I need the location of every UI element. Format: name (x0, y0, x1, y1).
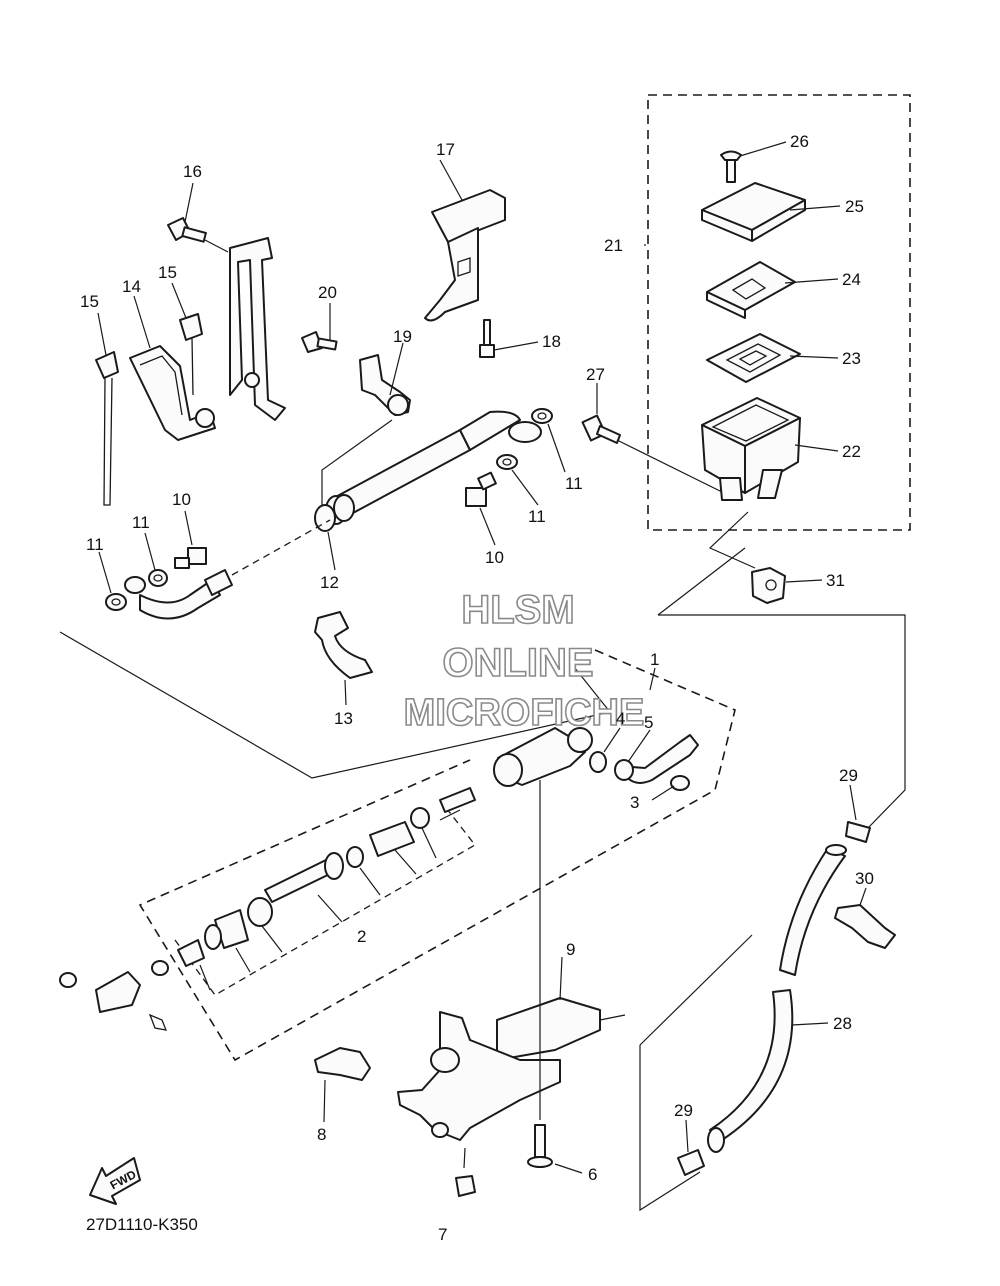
callout-11-a: 11 (86, 535, 104, 554)
callout-15-left: 15 (80, 292, 99, 311)
holder-part-13[interactable] (314, 611, 373, 679)
callout-12: 12 (320, 573, 339, 592)
diaphragm-part-23[interactable] (706, 333, 801, 383)
callout-31: 31 (826, 571, 845, 590)
callout-14: 14 (122, 277, 141, 296)
plate-part-24[interactable] (706, 261, 796, 319)
bolt-part-16[interactable] (167, 217, 207, 243)
callout-5: 5 (644, 713, 653, 732)
callout-1: 1 (650, 650, 659, 669)
clip-part-30[interactable] (834, 904, 896, 949)
bracket-part-14[interactable] (129, 237, 286, 441)
callout-25: 25 (845, 197, 864, 216)
callout-23: 23 (842, 349, 861, 368)
callout-3: 3 (630, 793, 639, 812)
bracket-part-9[interactable] (496, 997, 626, 1061)
master-cylinder-outline-1 (138, 649, 736, 1062)
clevis-assembly[interactable] (59, 960, 169, 1031)
callout-29-bottom: 29 (674, 1101, 693, 1120)
callout-26: 26 (790, 132, 809, 151)
hose-part-28[interactable] (707, 844, 847, 1153)
grommet-part-12[interactable] (314, 494, 355, 532)
callout-27: 27 (586, 365, 605, 384)
callout-18: 18 (542, 332, 561, 351)
callout-leaders (97, 141, 867, 1174)
callout-19: 19 (393, 327, 412, 346)
brake-hose-lower[interactable] (124, 519, 331, 620)
nut-part-7[interactable] (455, 1175, 476, 1197)
callout-10-upper: 10 (485, 548, 504, 567)
fwd-arrow-icon: FWD (89, 1157, 141, 1205)
washer-part-11-lower-b[interactable] (148, 569, 168, 587)
callout-8: 8 (317, 1125, 326, 1144)
clamp-part-19[interactable] (359, 354, 411, 416)
bolt-part-27[interactable] (581, 414, 621, 444)
clamp-part-29-top[interactable] (845, 821, 871, 843)
callout-4: 4 (616, 709, 625, 728)
callout-labels: 1 2 3 4 5 6 7 8 9 10 10 11 11 11 11 12 1… (80, 132, 874, 1244)
lead-lines-kit (199, 809, 461, 991)
hose-joint-part-5[interactable] (614, 734, 699, 784)
callout-20: 20 (318, 283, 337, 302)
watermark-line-1: HLSM (461, 588, 574, 632)
bolt-part-6[interactable] (527, 1124, 553, 1168)
callout-11-c: 11 (528, 507, 546, 526)
callout-7: 7 (438, 1225, 447, 1244)
clip-part-31[interactable] (751, 567, 786, 604)
clamp-part-29-bottom[interactable] (677, 1149, 705, 1176)
master-cylinder-body[interactable] (493, 727, 593, 787)
bolt-part-18[interactable] (479, 319, 495, 358)
callout-22: 22 (842, 442, 861, 461)
callout-2: 2 (357, 927, 366, 946)
washer-part-11-mid[interactable] (496, 454, 518, 470)
oring-part-4[interactable] (589, 751, 607, 773)
kit-outline-2 (174, 799, 476, 996)
washer-part-11-lower-a[interactable] (105, 593, 127, 611)
washer-part-11-upper[interactable] (531, 408, 553, 424)
watermark-line-3: MICROFICHE (404, 692, 645, 734)
clip-part-8[interactable] (314, 1047, 371, 1081)
banjo-bolt-part-10-upper[interactable] (465, 471, 497, 507)
callout-11-d: 11 (565, 474, 583, 493)
bolt-part-20[interactable] (301, 331, 338, 353)
callout-28: 28 (833, 1014, 852, 1033)
bracket-part-17[interactable] (424, 189, 506, 322)
tie-part-15-center[interactable] (179, 313, 203, 396)
circlip-part-3[interactable] (670, 775, 690, 791)
callout-29-top: 29 (839, 766, 858, 785)
callout-21: 21 (604, 236, 623, 255)
callout-13: 13 (334, 709, 353, 728)
callout-9: 9 (566, 940, 575, 959)
callout-24: 24 (842, 270, 861, 289)
reservoir-body-part-22[interactable] (701, 397, 801, 501)
callout-16: 16 (183, 162, 202, 181)
piston-kit-part-2[interactable] (177, 787, 476, 967)
watermark: HLSM ONLINE MICROFICHE (403, 587, 645, 735)
callout-6: 6 (588, 1165, 597, 1184)
diagram-code: 27D1110-K350 (86, 1215, 198, 1234)
screw-part-26[interactable] (720, 150, 742, 183)
banjo-bolt-part-10-lower[interactable] (174, 547, 207, 569)
tie-part-15-left[interactable] (95, 351, 119, 506)
watermark-line-2: ONLINE (442, 641, 593, 685)
callout-10-lower: 10 (172, 490, 191, 509)
callout-11-b: 11 (132, 513, 150, 532)
callout-17: 17 (436, 140, 455, 159)
callout-30: 30 (855, 869, 874, 888)
callout-15-center: 15 (158, 263, 177, 282)
brake-hose-upper[interactable] (325, 410, 542, 525)
reservoir-cap-part-25[interactable] (701, 182, 806, 242)
pedal-bracket[interactable] (397, 1011, 561, 1141)
reservoir-group-box (647, 94, 911, 531)
